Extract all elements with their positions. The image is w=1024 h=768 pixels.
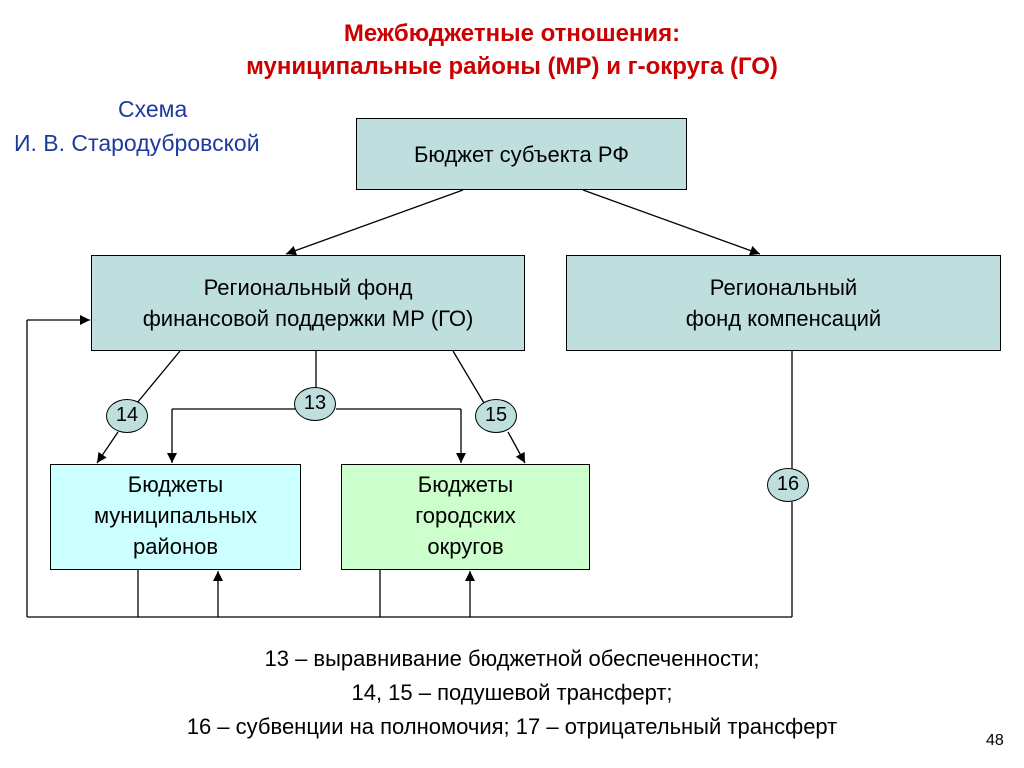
go-budgets-label-1: Бюджеты (417, 472, 514, 497)
arrow-badge-14-to-mr (96, 431, 119, 464)
badge-16: 16 (767, 468, 809, 502)
mr-budgets-label-2: муниципальных (93, 503, 258, 528)
go-budgets-label-3: округов (427, 534, 504, 559)
mr-budgets-label-1: Бюджеты (127, 472, 224, 497)
line-fund-to-badge-14 (136, 350, 181, 404)
line-fund-to-badge-15 (452, 350, 485, 404)
legend-line-1: 13 – выравнивание бюджетной обеспеченнос… (264, 646, 760, 671)
fund-compensation-label-2: фонд компенсаций (685, 306, 882, 331)
fund-support-label-2: финансовой поддержки МР (ГО) (142, 306, 474, 331)
fund-support-box: Региональный фонд финансовой поддержки М… (91, 255, 525, 351)
fund-compensation-box: Региональный фонд компенсаций (566, 255, 1001, 351)
badge-13: 13 (294, 387, 336, 421)
attribution-line-2: И. В. Стародубровской (14, 130, 260, 156)
arrow-subject-to-fund-compensation (582, 189, 761, 256)
legend-line-3: 16 – субвенции на полномочия; 17 – отриц… (186, 714, 838, 739)
legend-line-2: 14, 15 – подушевой трансферт; (351, 680, 673, 705)
go-budgets-label-2: городских (415, 503, 516, 528)
attribution-line-1: Схема (118, 96, 188, 122)
go-budgets-box: Бюджеты городских округов (341, 464, 590, 570)
slide-title-line-2: муниципальные районы (МР) и г-округа (ГО… (246, 53, 778, 80)
badge-15: 15 (475, 399, 517, 433)
mr-budgets-box: Бюджеты муниципальных районов (50, 464, 301, 570)
mr-budgets-label-3: районов (132, 534, 219, 559)
arrow-subject-to-fund-support (285, 189, 464, 256)
fund-compensation-label-1: Региональный (709, 275, 858, 300)
page-number: 48 (986, 732, 1004, 749)
fund-support-label-1: Региональный фонд (203, 275, 413, 300)
badge-14: 14 (106, 399, 148, 433)
subject-budget-label: Бюджет субъекта РФ (413, 141, 629, 167)
slide-title-line-1: Межбюджетные отношения: (343, 20, 681, 47)
subject-budget-box: Бюджет субъекта РФ (356, 118, 687, 190)
arrow-badge-15-to-go (507, 431, 526, 464)
